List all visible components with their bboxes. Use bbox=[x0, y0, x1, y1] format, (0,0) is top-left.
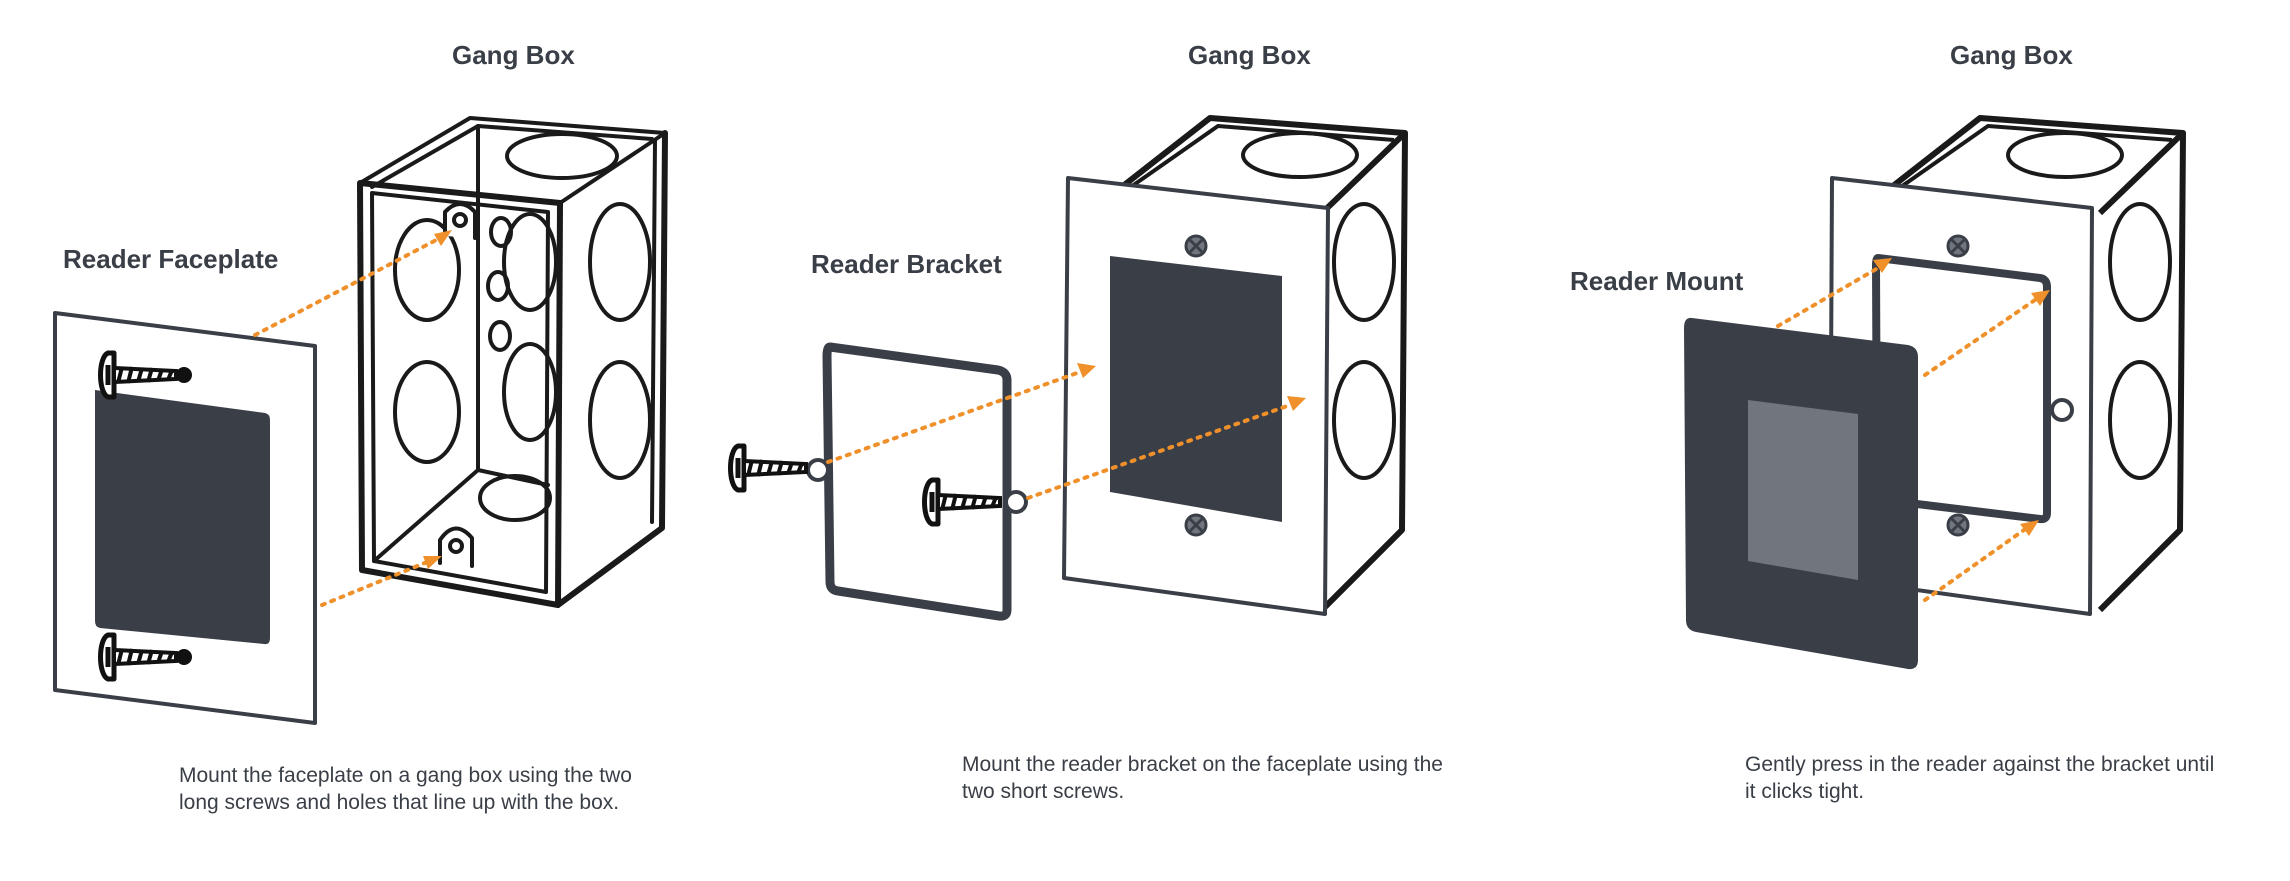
panel3-caption-line2: it clicks tight. bbox=[1745, 780, 1865, 803]
panel3-arrow-3 bbox=[1923, 528, 2026, 602]
panel1-caption-line2: long screws and holes that line up with … bbox=[179, 791, 620, 814]
panel2-mount-screw-bottom bbox=[1184, 513, 1208, 537]
panel2-bracket-hole-right bbox=[1004, 490, 1028, 514]
panel1-gang-box-label: Gang Box bbox=[452, 40, 575, 70]
panel3-arrowhead-3 bbox=[2020, 520, 2039, 536]
panel2-arrowhead-bottom bbox=[1287, 396, 1306, 411]
panel3-gang-box-label: Gang Box bbox=[1950, 40, 2073, 70]
panel1-arrow-bottom bbox=[320, 558, 434, 607]
panel1-arrowhead-bottom bbox=[423, 556, 442, 569]
panel2-part-label: Reader Bracket bbox=[811, 249, 1002, 279]
panel1-gang-box bbox=[357, 116, 668, 608]
panel3-arrowhead-1 bbox=[1873, 258, 1892, 273]
panel1-arrowhead-top bbox=[434, 230, 452, 246]
panel1-caption-line1: Mount the faceplate on a gang box using … bbox=[179, 764, 632, 787]
panel3-part-label: Reader Mount bbox=[1570, 266, 1744, 296]
panel3-mount-screw-bottom bbox=[1946, 513, 1970, 537]
panel3-caption-line1: Gently press in the reader against the b… bbox=[1745, 753, 2215, 776]
panel2-mount-screw-top bbox=[1184, 234, 1208, 258]
panel1-faceplate bbox=[53, 311, 317, 725]
panel2-bracket-hole-left bbox=[806, 458, 830, 482]
panel3-bracket-hole bbox=[2050, 398, 2074, 422]
panel3-arrowhead-2 bbox=[2031, 290, 2050, 306]
panel2-arrow-bottom bbox=[1026, 403, 1292, 500]
panel1-caption: Mount the faceplate on a gang box using … bbox=[179, 762, 632, 816]
panel3-arrow-2 bbox=[1923, 298, 2037, 377]
panel2-arrow-top bbox=[826, 370, 1082, 464]
panel2-gang-box bbox=[1062, 115, 1408, 616]
panel2-caption: Mount the reader bracket on the faceplat… bbox=[962, 751, 1443, 805]
panel1-part-label: Reader Faceplate bbox=[63, 244, 279, 274]
panel2-reader-bracket bbox=[822, 342, 1012, 621]
panel3-caption: Gently press in the reader against the b… bbox=[1745, 751, 2214, 805]
panel1-arrow-top bbox=[253, 236, 442, 337]
panel2-arrowhead-top bbox=[1077, 363, 1096, 378]
panel3-reader bbox=[1684, 317, 1918, 670]
panel2-gang-box-label: Gang Box bbox=[1188, 40, 1311, 70]
panel2-faceplate-cutout bbox=[1110, 256, 1282, 522]
panel3-reader-screen bbox=[1748, 400, 1858, 580]
panel2-caption-line2: two short screws. bbox=[962, 780, 1125, 803]
panel2-caption-line1: Mount the reader bracket on the faceplat… bbox=[962, 753, 1443, 776]
panel2-short-screw-right bbox=[925, 480, 1001, 524]
panel1-faceplate-cutout bbox=[95, 390, 270, 645]
panel3-mount-screw-top bbox=[1946, 234, 1970, 258]
panel2-short-screw-left bbox=[731, 446, 807, 490]
panel3-arrow-1 bbox=[1776, 266, 1880, 328]
